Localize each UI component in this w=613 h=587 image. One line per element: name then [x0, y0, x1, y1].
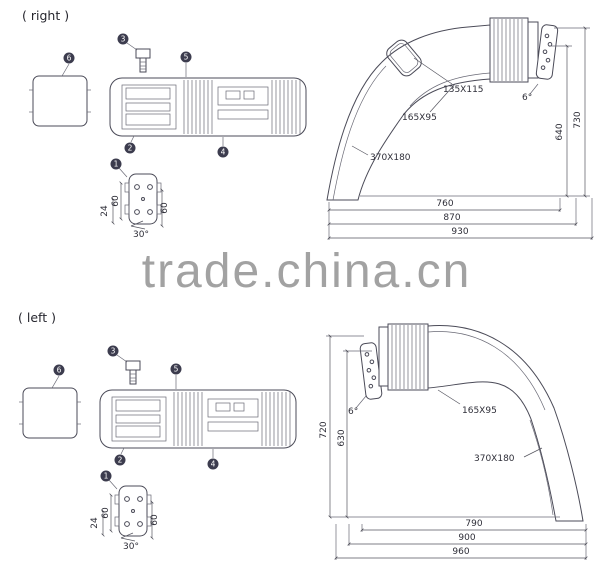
cross-section-label: 165X95 [462, 406, 497, 416]
left-view: ( left ) [18, 310, 588, 560]
arm-drawing-left: 6° 165X95 370X180 [348, 323, 584, 522]
horizontal-dimensions-left: 790 900 960 [334, 519, 588, 560]
plate-angle-label: 6° [348, 407, 358, 417]
span-790-label: 790 [465, 519, 482, 529]
plate-angle-label: 6° [522, 93, 532, 103]
arm-body [326, 24, 491, 201]
exploded-view-left [19, 346, 296, 553]
span-900-label: 900 [458, 533, 475, 543]
mounting-plate [535, 24, 559, 80]
right-view: ( right ) [22, 8, 594, 241]
horizontal-dimensions-right: 760 870 930 [327, 198, 594, 240]
arm-end-cap [378, 326, 389, 387]
span-760-label: 760 [436, 199, 453, 209]
right-view-label: ( right ) [22, 8, 69, 23]
mounting-plate [359, 342, 383, 400]
arm-end-cap [527, 21, 539, 79]
bellows [489, 17, 529, 83]
pole-section-label: 370X180 [474, 454, 515, 464]
span-960-label: 960 [452, 547, 469, 557]
pole-section-label: 370X180 [370, 153, 411, 163]
watermark-text: trade.china.cn [141, 245, 472, 298]
height-630-label: 630 [337, 429, 347, 446]
arm-body [427, 325, 584, 522]
bellows [387, 323, 429, 391]
arm-drawing-right: 6° 135X115 165X95 370X180 [326, 17, 559, 201]
height-720-label: 720 [319, 421, 329, 438]
span-930-label: 930 [451, 227, 468, 237]
left-view-label: ( left ) [18, 310, 56, 325]
cross-section-label: 165X95 [402, 113, 437, 123]
span-870-label: 870 [443, 213, 460, 223]
height-730-label: 730 [573, 111, 583, 128]
arm-access-window [386, 39, 422, 77]
vertical-dimensions-left: 720 630 [319, 334, 560, 519]
exploded-view-right [29, 34, 306, 241]
vertical-dimensions-right: 640 730 [360, 26, 590, 198]
height-640-label: 640 [555, 123, 565, 140]
window-size-label: 135X115 [443, 85, 484, 95]
